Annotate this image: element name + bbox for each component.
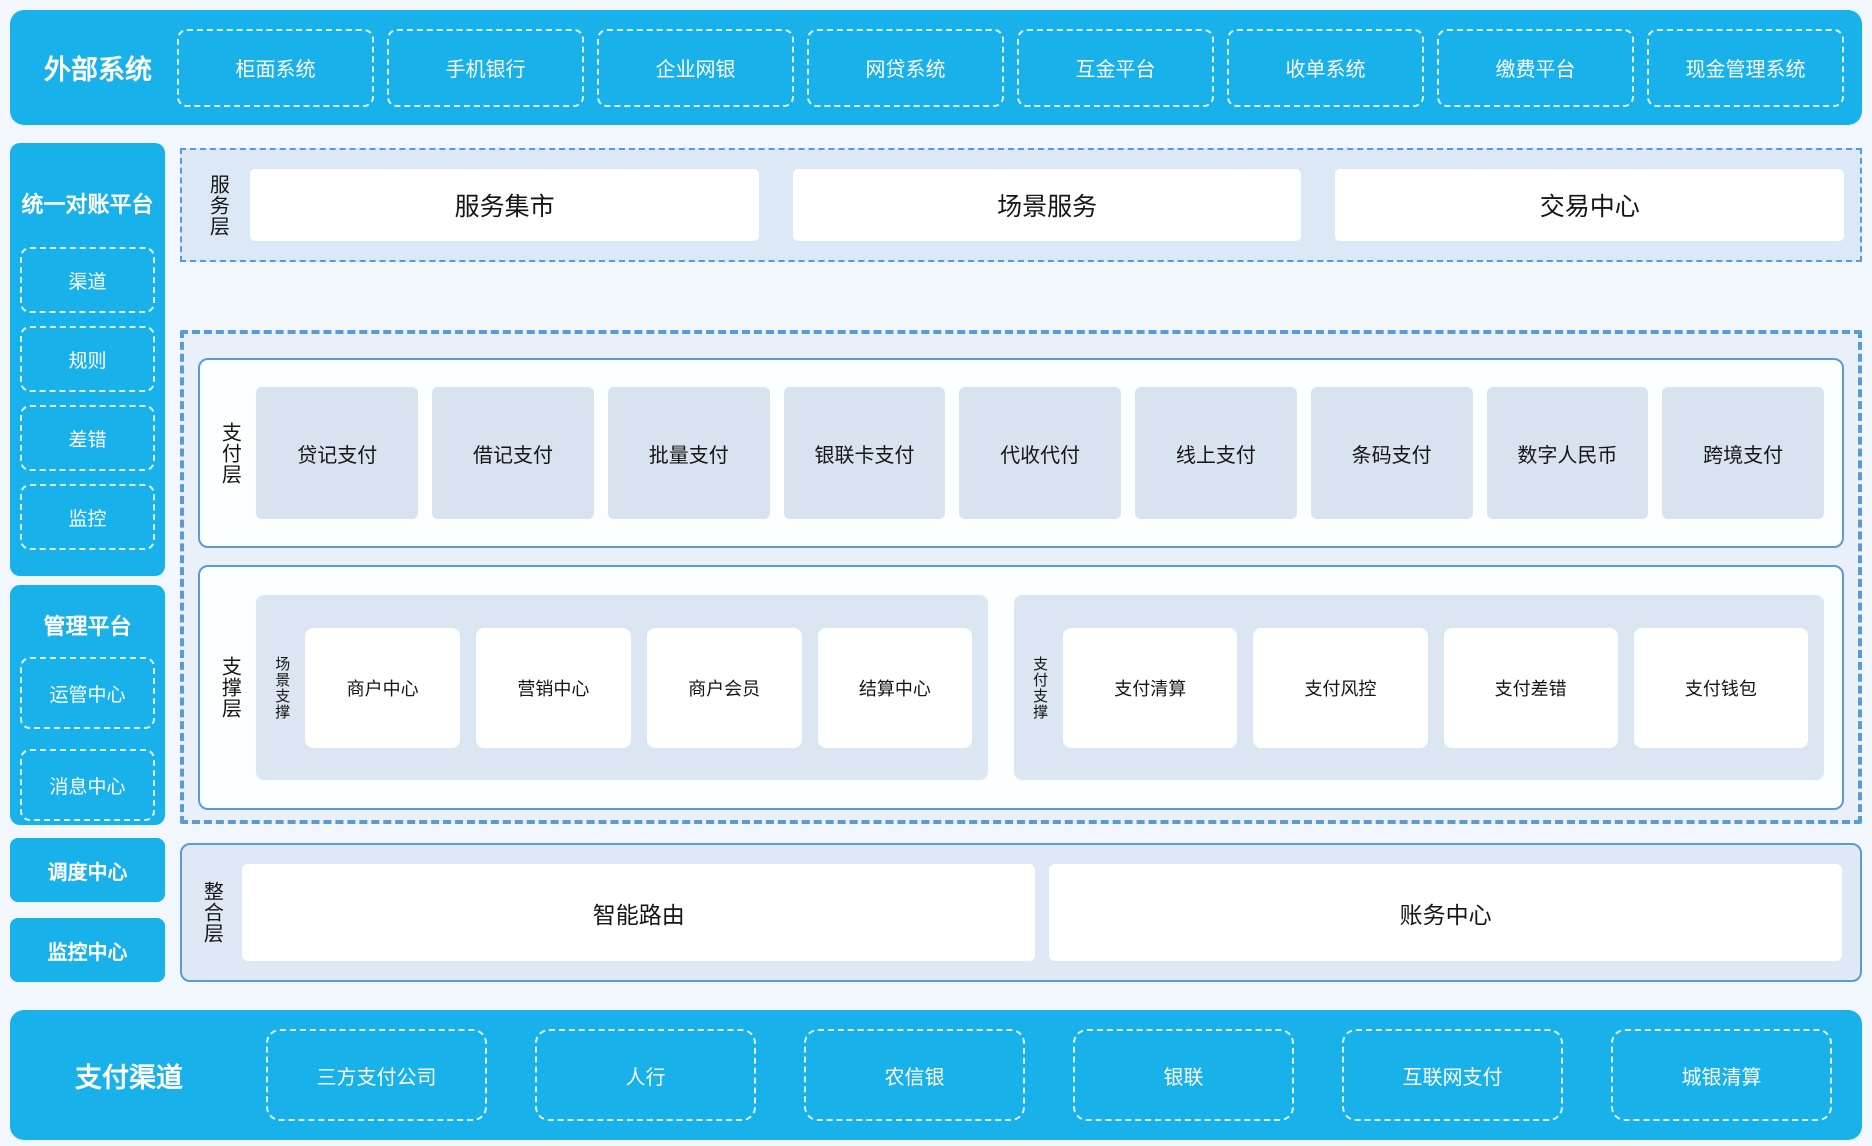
payment-box: 线上支付 [1135,387,1297,519]
integration-layer-panel: 整合层 智能路由 账务中心 [180,843,1862,982]
service-box: 场景服务 [792,169,1302,241]
support-layer-panel: 支撑层 场景支撑 商户中心 营销中心 商户会员 结算中心 支付支撑 支付清算 支… [198,565,1844,810]
external-system-box: 互金平台 [1017,28,1214,107]
payment-channels-bar: 支付渠道 三方支付公司 人行 农信银 银联 互联网支付 城银清算 [10,1010,1862,1140]
recon-item-box: 渠道 [20,247,155,313]
scene-support-box: 商户中心 [305,627,460,748]
payment-box: 代收代付 [959,387,1122,519]
scene-support-box: 商户会员 [646,627,802,748]
payment-layer-boxes: 贷记支付 借记支付 批量支付 银联卡支付 代收代付 线上支付 条码支付 数字人民… [256,387,1824,519]
recon-platform-panel: 统一对账平台 渠道 规则 差错 监控 [10,143,165,576]
recon-item-box: 监控 [20,484,155,550]
payment-box: 批量支付 [607,387,770,519]
payment-channel-box: 互联网支付 [1342,1029,1563,1121]
recon-item-box: 差错 [20,405,155,471]
service-box: 服务集市 [250,169,759,241]
payment-support-box: 支付风控 [1253,627,1428,748]
payment-box: 贷记支付 [256,387,419,519]
payment-channel-box: 城银清算 [1611,1029,1832,1121]
core-layers-container: 支付层 贷记支付 借记支付 批量支付 银联卡支付 代收代付 线上支付 条码支付 … [180,330,1862,824]
service-box: 交易中心 [1335,169,1844,241]
service-layer-boxes: 服务集市 场景服务 交易中心 [250,169,1844,241]
service-layer-label: 服务层 [206,173,229,237]
external-systems-bar: 外部系统 柜面系统 手机银行 企业网银 网贷系统 互金平台 收单系统 缴费平台 … [10,10,1862,125]
management-platform-panel: 管理平台 运管中心 消息中心 [10,585,165,825]
payment-support-box: 支付差错 [1443,627,1618,748]
external-system-box: 缴费平台 [1437,28,1634,107]
monitor-center-box: 监控中心 [10,918,165,982]
management-item-box: 运管中心 [20,657,155,729]
payment-support-box: 支付钱包 [1633,627,1808,748]
support-layer-groups: 场景支撑 商户中心 营销中心 商户会员 结算中心 支付支撑 支付清算 支付风控 … [256,595,1824,780]
external-systems-title: 外部系统 [44,55,152,85]
payment-channels-title: 支付渠道 [75,1062,183,1093]
payment-box: 借记支付 [432,387,594,519]
scene-support-box: 结算中心 [817,627,973,748]
payment-channel-box: 人行 [535,1029,756,1121]
payment-box: 条码支付 [1310,387,1473,519]
scene-support-box: 营销中心 [475,627,631,748]
integration-layer-boxes: 智能路由 账务中心 [242,864,1843,961]
payment-channel-box: 农信银 [804,1029,1025,1121]
external-system-box: 收单系统 [1227,28,1424,107]
recon-item-box: 规则 [20,326,155,392]
external-system-box: 企业网银 [597,28,794,107]
payment-box: 银联卡支付 [783,387,946,519]
management-item-box: 消息中心 [20,749,155,821]
external-system-box: 手机银行 [387,28,584,107]
dispatch-center-box: 调度中心 [10,838,165,902]
payment-layer-panel: 支付层 贷记支付 借记支付 批量支付 银联卡支付 代收代付 线上支付 条码支付 … [198,358,1844,548]
payment-box: 数字人民币 [1486,387,1649,519]
management-platform-title: 管理平台 [43,614,132,639]
payment-layer-label: 支付层 [218,421,241,485]
recon-platform-title: 统一对账平台 [21,192,154,217]
payment-channel-box: 银联 [1073,1029,1294,1121]
external-system-box: 柜面系统 [177,28,374,107]
support-layer-label: 支撑层 [218,656,241,719]
payment-channel-boxes: 三方支付公司 人行 农信银 银联 互联网支付 城银清算 [266,1029,1832,1121]
payment-support-group: 支付支撑 支付清算 支付风控 支付差错 支付钱包 [1014,595,1824,780]
integration-layer-label: 整合层 [200,881,223,944]
payment-support-box: 支付清算 [1063,627,1238,748]
external-system-box: 网贷系统 [807,28,1004,107]
integration-box: 账务中心 [1049,864,1843,961]
scene-support-group: 场景支撑 商户中心 营销中心 商户会员 结算中心 [256,595,989,780]
service-layer-panel: 服务层 服务集市 场景服务 交易中心 [180,148,1862,262]
payment-channel-box: 三方支付公司 [266,1029,487,1121]
external-system-box: 现金管理系统 [1647,28,1844,107]
payment-box: 跨境支付 [1662,387,1824,519]
payment-support-label: 支付支撑 [1031,655,1049,720]
integration-box: 智能路由 [242,864,1036,961]
scene-support-label: 场景支撑 [273,655,291,720]
